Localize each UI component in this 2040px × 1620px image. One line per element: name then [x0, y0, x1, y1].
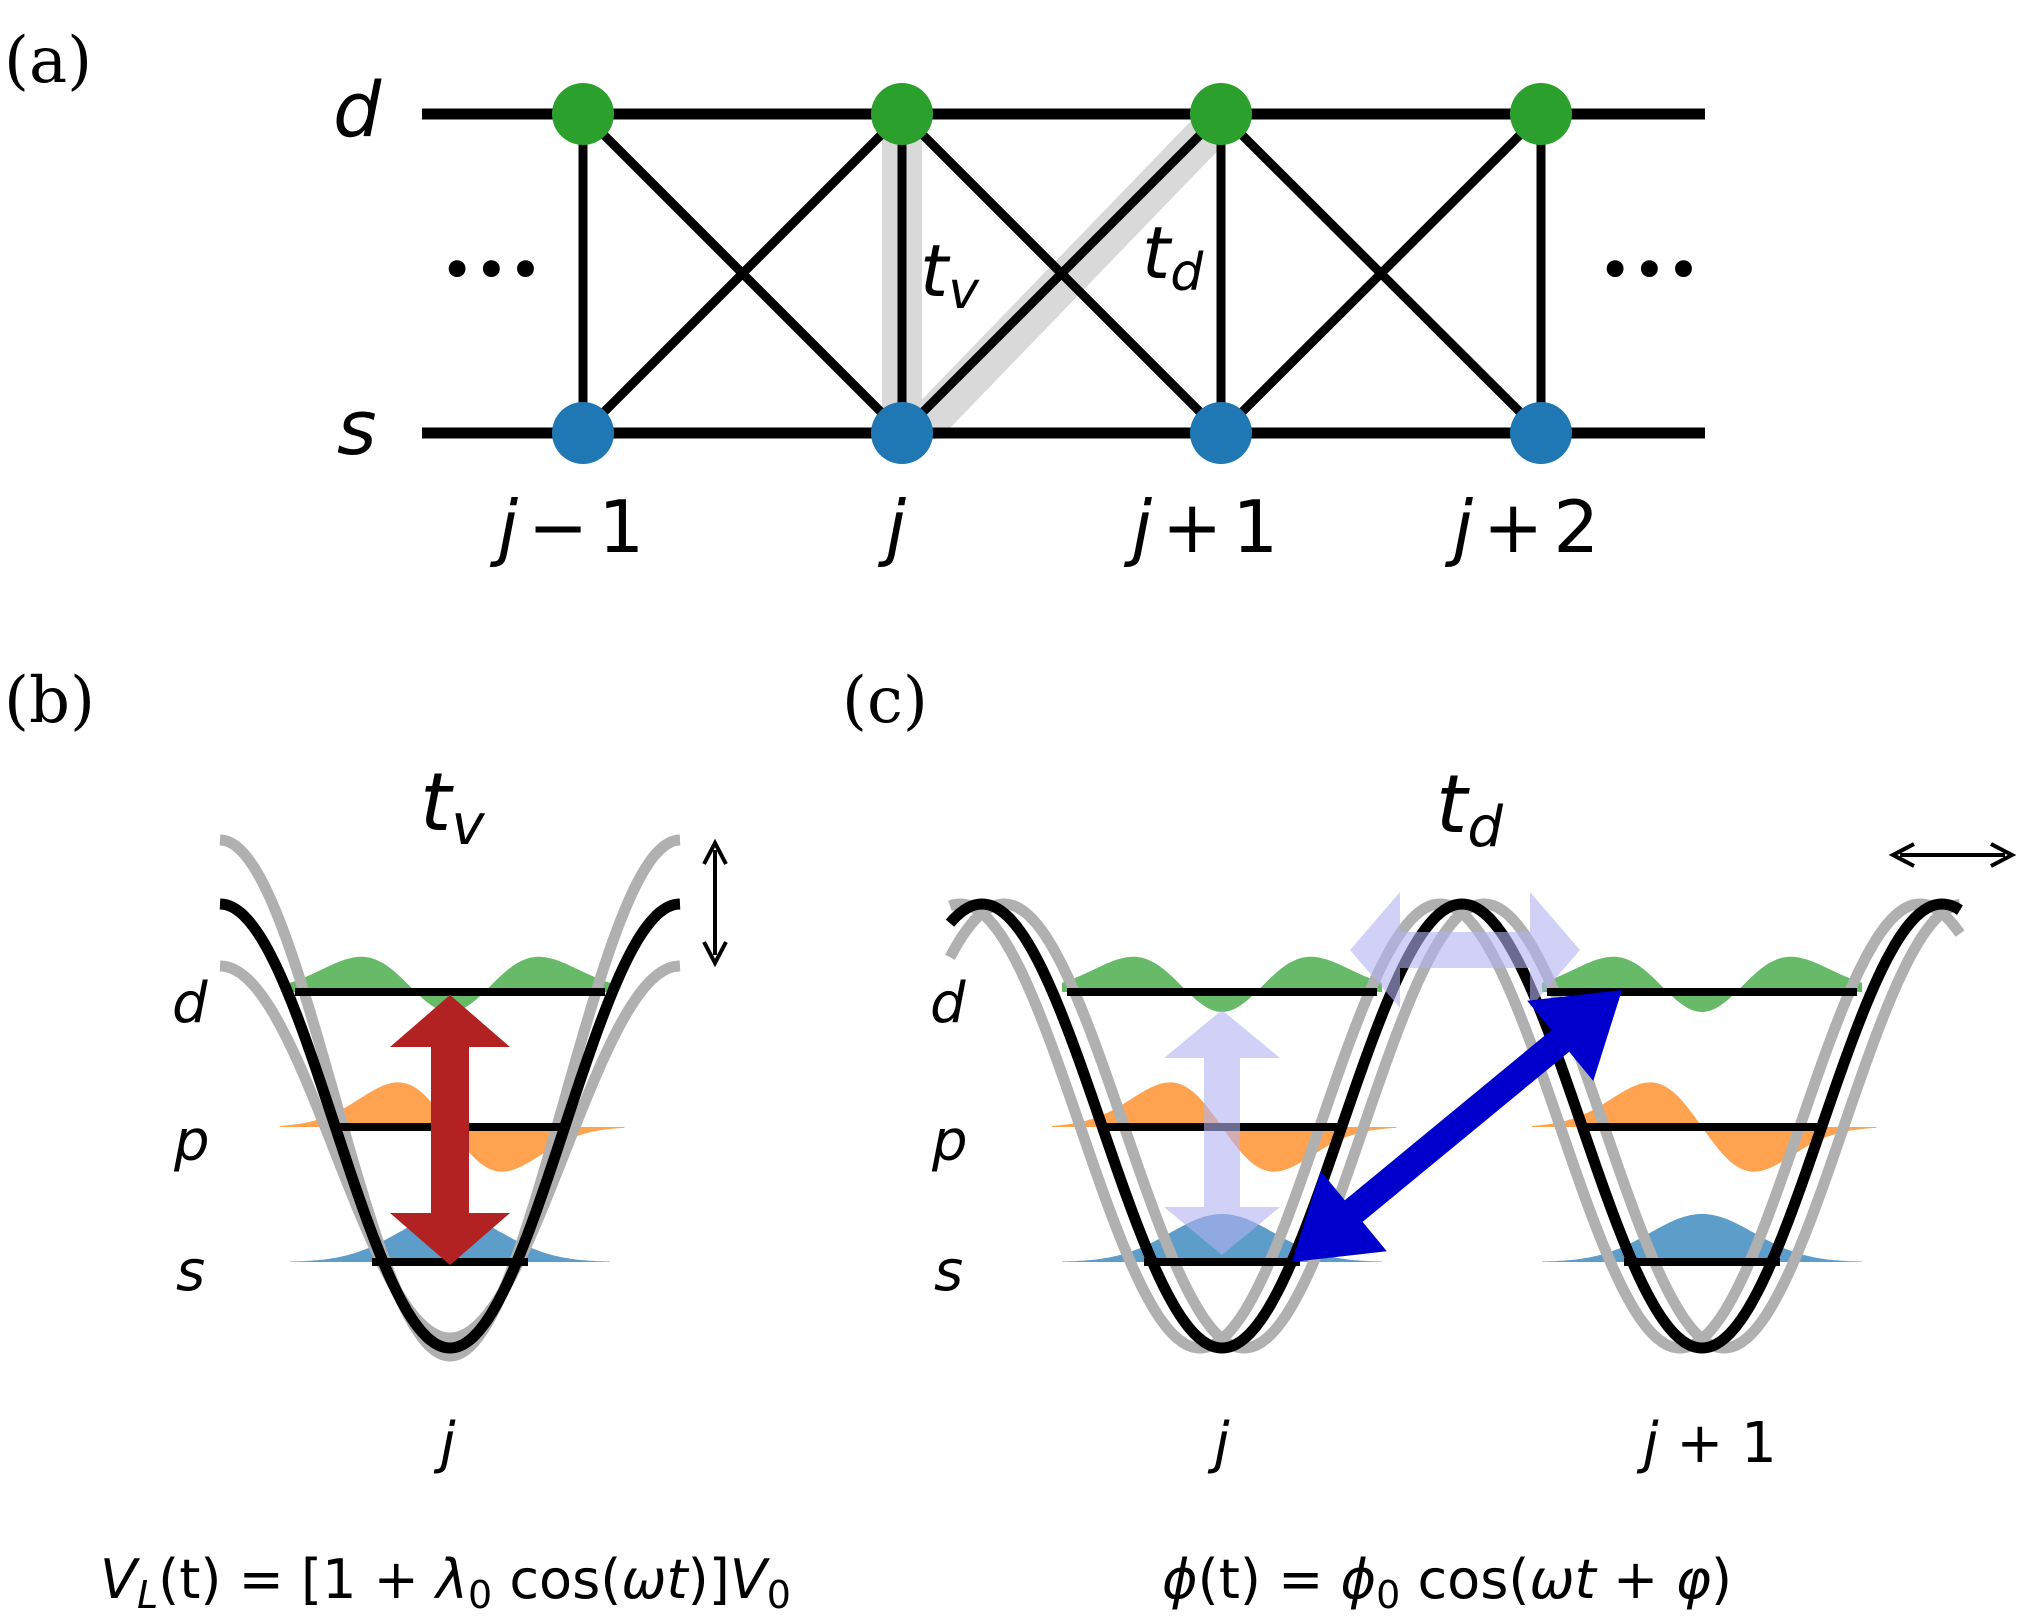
d-site	[1190, 83, 1252, 145]
ladder-lattice	[422, 83, 1705, 464]
shift-arrow	[1888, 842, 2017, 868]
site-label-j: j	[877, 485, 906, 569]
tv-label: tv	[920, 229, 980, 321]
phase-modulation-formula: ϕ(t) = ϕ0 cos(ωt + φ)	[1162, 1548, 1732, 1617]
panel-label-c: (c)	[842, 664, 928, 738]
level-label-d: d	[930, 971, 966, 1036]
site-label-j-plus-1: j + 1	[1636, 1411, 1777, 1476]
site-label-j: j	[1207, 1411, 1230, 1476]
td-title: td	[1436, 758, 1503, 860]
d-site	[1510, 83, 1572, 145]
panel-label-b: (b)	[4, 664, 95, 738]
level-label-d: d	[172, 971, 208, 1036]
panel-c-double-well	[945, 842, 2017, 1354]
well-outline-shift-right	[945, 898, 1962, 1354]
td-label: td	[1142, 211, 1204, 303]
level-label-p: p	[173, 1109, 210, 1174]
red-double-arrow	[390, 995, 510, 1265]
right-ellipsis: •••	[1598, 236, 1701, 304]
d-site	[871, 83, 933, 145]
diagonal-bond	[1217, 110, 1545, 437]
s-site	[1190, 402, 1252, 464]
diagonal-bond	[579, 110, 906, 437]
td-transition-arrow	[1292, 990, 1622, 1262]
faint-transition-arrows	[1164, 892, 1580, 1255]
site-label-j-plus-1: j+1	[1123, 485, 1278, 569]
d-row-label: d	[333, 65, 382, 154]
panel-label-a: (a)	[4, 24, 92, 98]
d-site	[552, 83, 614, 145]
d-orbital-wave	[1542, 956, 1862, 1012]
diagonal-bond	[898, 110, 1225, 437]
d-orbital-wave	[1062, 956, 1382, 1012]
well-potential	[945, 898, 1963, 1354]
level-label-p: p	[931, 1109, 968, 1174]
well-outline-shallow	[219, 834, 681, 1362]
s-site	[871, 402, 933, 464]
panel-b-single-well	[219, 834, 728, 1362]
d-orbital-wave	[290, 956, 610, 1012]
site-label-j-plus-2: j+2	[1444, 485, 1599, 569]
tv-transition-arrow	[390, 995, 510, 1265]
energy-levels-c	[1067, 988, 1857, 1266]
well-potential	[219, 898, 681, 1354]
s-site	[1510, 402, 1572, 464]
amplitude-arrow	[702, 838, 728, 968]
blue-diagonal-arrow	[1292, 990, 1622, 1262]
faint-vertical-arrow	[1164, 1010, 1280, 1255]
well-outline-deep	[219, 960, 681, 1344]
s-site	[552, 402, 614, 464]
site-label-j-minus-1: j−1	[489, 485, 644, 569]
level-label-s: s	[176, 1239, 205, 1304]
lattice-modulation-formula: VL(t) = [1 + λ0 cos(ωt)]V0	[100, 1548, 791, 1617]
level-label-s: s	[934, 1239, 963, 1304]
s-row-label: s	[337, 383, 377, 472]
site-label-j: j	[433, 1411, 456, 1476]
faint-horizontal-arrow	[1350, 892, 1580, 1008]
tv-title: tv	[420, 756, 485, 858]
td-highlight	[910, 110, 1230, 440]
left-ellipsis: •••	[440, 236, 543, 304]
